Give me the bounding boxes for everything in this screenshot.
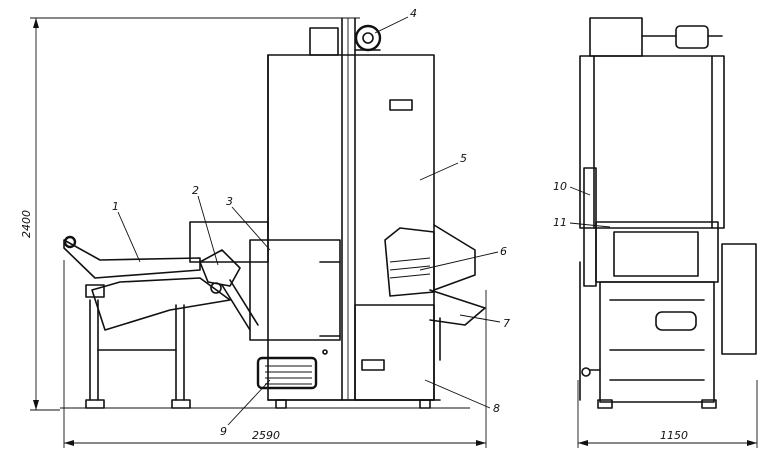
callout-10: 10 bbox=[553, 180, 567, 193]
callout-5: 5 bbox=[460, 152, 467, 165]
chopper-unit bbox=[199, 249, 259, 331]
callout-9: 9 bbox=[220, 425, 227, 438]
callout-4: 4 bbox=[410, 7, 417, 20]
infeed-conveyor bbox=[63, 235, 231, 409]
front-view bbox=[60, 17, 486, 409]
callout-6: 6 bbox=[500, 245, 507, 258]
dimension-width-front: 2590 bbox=[63, 260, 487, 448]
vertical-column bbox=[341, 17, 356, 401]
hopper-housing bbox=[189, 221, 341, 355]
callout-3: 3 bbox=[226, 195, 233, 208]
output-tray bbox=[429, 289, 486, 361]
dimension-height: 2400 bbox=[20, 17, 360, 411]
drive-motor bbox=[256, 356, 318, 390]
callout-8: 8 bbox=[493, 402, 500, 415]
base-cabinet bbox=[267, 304, 441, 409]
leader-lines bbox=[117, 16, 611, 426]
side-view bbox=[579, 17, 757, 409]
callout-2: 2 bbox=[192, 184, 199, 197]
callout-1: 1 bbox=[112, 200, 119, 213]
height-dimension-label: 2400 bbox=[20, 210, 33, 238]
discharge-chute bbox=[384, 224, 476, 297]
dimension-width-side: 1150 bbox=[577, 380, 758, 448]
front-width-dimension-label: 2590 bbox=[252, 429, 280, 442]
callout-labels: 1 2 3 4 5 6 7 8 9 10 11 bbox=[112, 7, 567, 438]
drive-pulley bbox=[354, 24, 382, 52]
tall-cabinet bbox=[267, 27, 435, 401]
callout-11: 11 bbox=[553, 216, 567, 229]
side-width-dimension-label: 1150 bbox=[660, 429, 688, 442]
callout-7: 7 bbox=[503, 317, 510, 330]
